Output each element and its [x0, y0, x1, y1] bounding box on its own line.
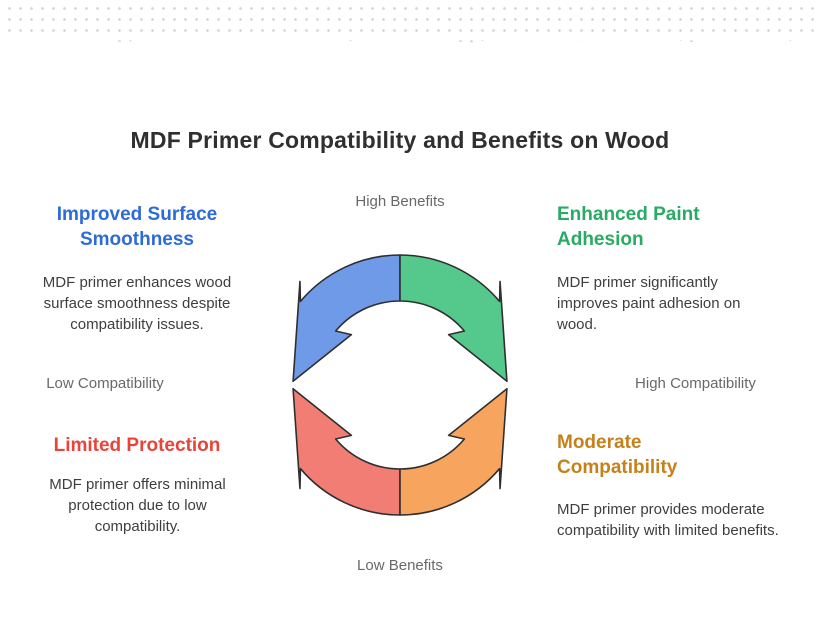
cycle-diagram — [292, 254, 508, 516]
body-improved-surface-smoothness: MDF primer enhances wood surface smoothn… — [42, 274, 232, 333]
heading-enhanced-paint-adhesion: Enhanced Paint Adhesion — [557, 204, 700, 250]
axis-label-low-benefits: Low Benefits — [357, 557, 443, 574]
axis-label-high-compatibility: High Compatibility — [635, 375, 756, 392]
cycle-segment-improved-surface-smoothness — [292, 254, 401, 383]
cycle-segment-moderate-compatibility — [399, 387, 508, 516]
heading-moderate-compatibility: Moderate Compatibility — [557, 432, 678, 478]
cycle-segment-limited-protection — [292, 387, 401, 516]
page-title: MDF Primer Compatibility and Benefits on… — [130, 127, 670, 154]
cycle-segment-enhanced-paint-adhesion — [399, 254, 508, 383]
heading-limited-protection: Limited Protection — [53, 435, 221, 456]
dotted-pattern-strip — [0, 0, 821, 44]
axis-label-low-compatibility: Low Compatibility — [46, 375, 164, 392]
axis-label-high-benefits: High Benefits — [355, 193, 445, 210]
body-limited-protection: MDF primer offers minimal protection due… — [49, 476, 226, 535]
heading-improved-surface-smoothness: Improved Surface Smoothness — [56, 204, 218, 250]
body-moderate-compatibility: MDF primer provides moderate compatibili… — [557, 501, 779, 539]
body-enhanced-paint-adhesion: MDF primer significantly improves paint … — [557, 274, 741, 333]
